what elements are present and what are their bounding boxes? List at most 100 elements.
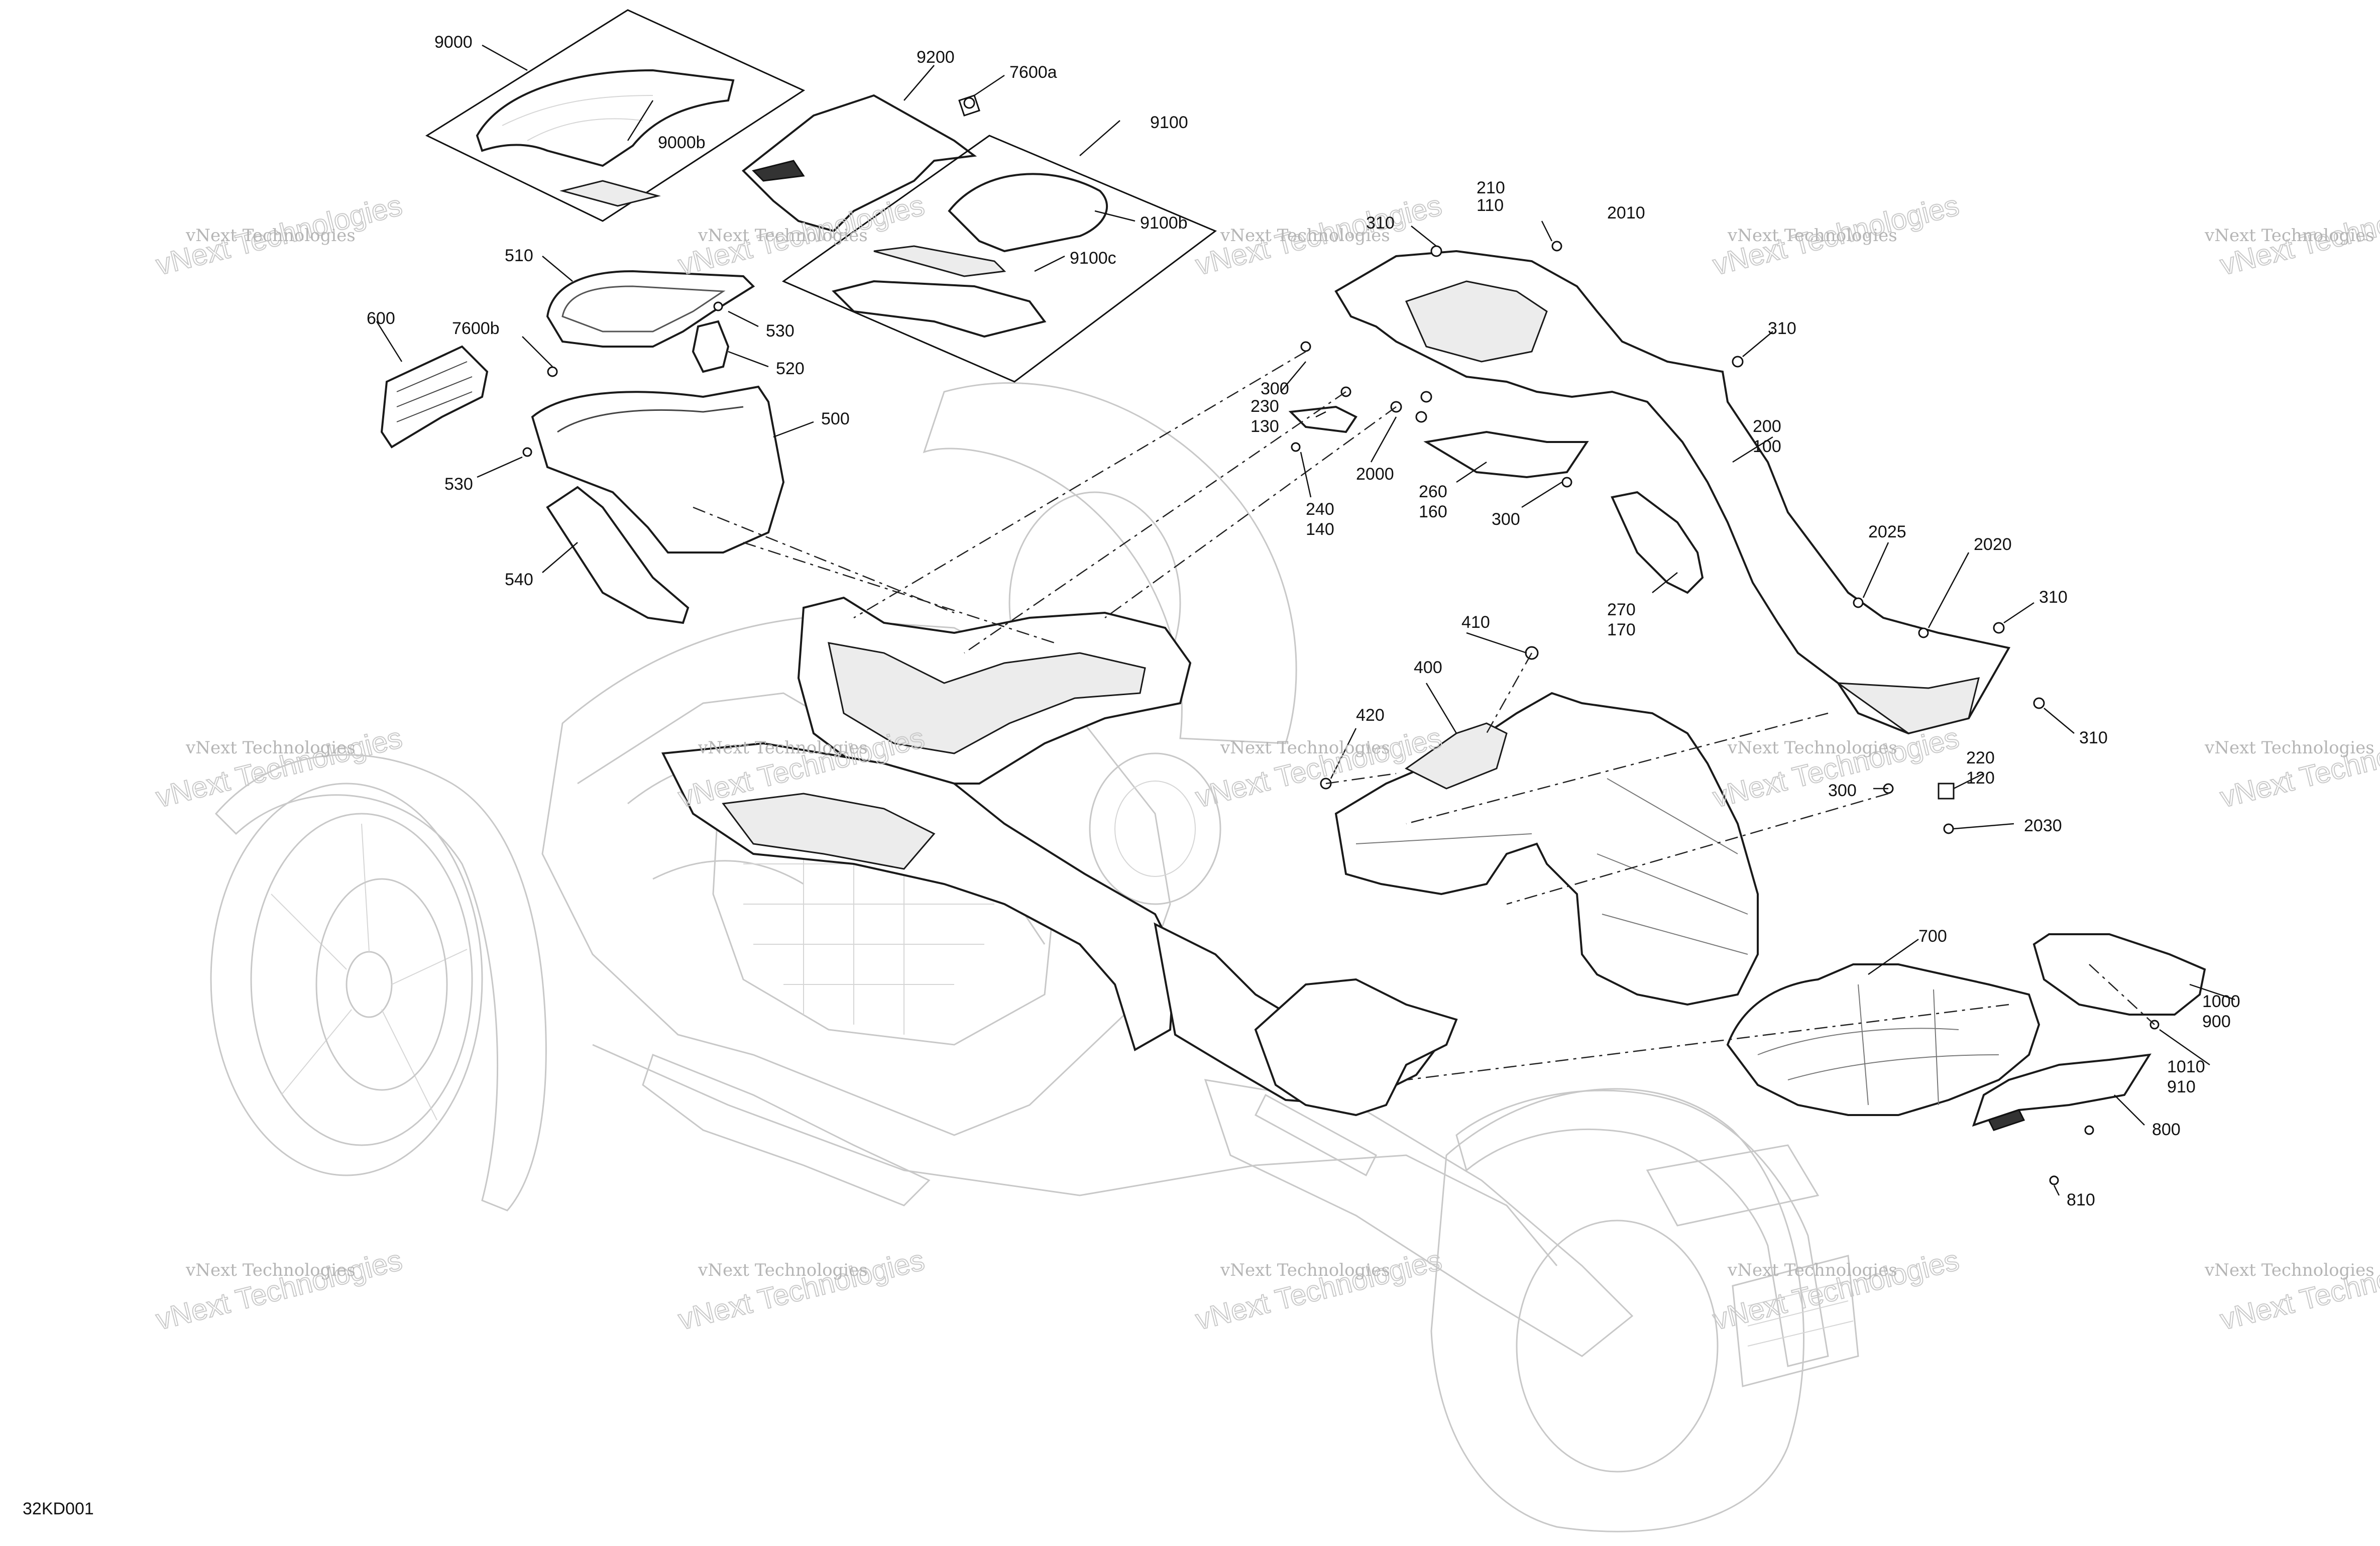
leader-500 bbox=[773, 421, 814, 438]
ghost-front-spokes bbox=[271, 823, 468, 1121]
leader-540 bbox=[542, 542, 578, 573]
watermark-text: vNext Technologies bbox=[1220, 738, 1390, 758]
hw-nut-310d bbox=[2033, 697, 2045, 709]
watermark: vNext Technologies bbox=[2216, 1243, 2380, 1337]
watermark: vNext Technologies bbox=[152, 1243, 406, 1337]
leader-310d bbox=[2044, 708, 2075, 734]
callout-310-low[interactable]: 310 bbox=[2079, 728, 2108, 747]
ghost-rear-fender bbox=[1455, 1089, 1829, 1367]
hw-screw-300b bbox=[1561, 477, 1572, 488]
callout-240[interactable]: 240 bbox=[1306, 500, 1334, 519]
callout-910[interactable]: 910 bbox=[2167, 1077, 2196, 1096]
part-700-seat bbox=[1726, 963, 2041, 1116]
callout-110[interactable]: 110 bbox=[1477, 196, 1504, 215]
callout-530-left[interactable]: 530 bbox=[444, 475, 473, 494]
callout-220[interactable]: 220 bbox=[1966, 748, 1995, 767]
callout-9100b[interactable]: 9100b bbox=[1140, 213, 1188, 233]
dash-410-400 bbox=[1486, 652, 1533, 734]
callout-2030[interactable]: 2030 bbox=[2024, 816, 2062, 835]
callout-140[interactable]: 140 bbox=[1306, 520, 1334, 539]
callout-130[interactable]: 130 bbox=[1251, 417, 1279, 436]
leader-300b bbox=[1521, 481, 1562, 508]
callout-300-right[interactable]: 300 bbox=[1828, 781, 1857, 800]
callout-160[interactable]: 160 bbox=[1419, 502, 1447, 521]
leader-240 bbox=[1300, 452, 1312, 498]
callout-270[interactable]: 270 bbox=[1607, 600, 1636, 619]
watermark-text: vNext Technologies bbox=[185, 226, 356, 246]
callout-7600a[interactable]: 7600a bbox=[1009, 63, 1057, 82]
callout-900[interactable]: 900 bbox=[2202, 1012, 2231, 1031]
part-520-latch bbox=[692, 320, 730, 373]
leader-2025 bbox=[1862, 542, 1889, 598]
callout-2020[interactable]: 2020 bbox=[1974, 535, 2012, 554]
part-200-lower-bracket bbox=[1835, 677, 1980, 734]
watermark-text: vNext Technologies bbox=[698, 1260, 868, 1280]
callout-420[interactable]: 420 bbox=[1356, 706, 1385, 725]
callout-410[interactable]: 410 bbox=[1461, 613, 1490, 632]
hw-clip-7600b bbox=[547, 366, 558, 377]
callout-810[interactable]: 810 bbox=[2067, 1190, 2095, 1209]
leader-530b bbox=[477, 456, 523, 478]
part-500-bin-rim bbox=[557, 406, 744, 433]
callout-7600b[interactable]: 7600b bbox=[452, 319, 500, 338]
callout-700[interactable]: 700 bbox=[1918, 927, 1947, 946]
callout-9000b[interactable]: 9000b bbox=[658, 133, 706, 152]
leader-200 bbox=[1732, 436, 1773, 463]
callout-1000[interactable]: 1000 bbox=[2202, 992, 2240, 1011]
ghost-rear-shock bbox=[1255, 1093, 1377, 1177]
leader-310b bbox=[1742, 331, 1773, 357]
callout-510[interactable]: 510 bbox=[505, 246, 533, 265]
watermark-text: vNext Technologies bbox=[185, 738, 356, 758]
tank-shroud-inner bbox=[722, 793, 936, 870]
callout-800[interactable]: 800 bbox=[2152, 1120, 2181, 1139]
callout-310-right[interactable]: 310 bbox=[1768, 319, 1796, 338]
callout-9100c[interactable]: 9100c bbox=[1070, 249, 1116, 268]
leader-9100b bbox=[1094, 210, 1136, 222]
callout-310-mid[interactable]: 310 bbox=[2039, 588, 2068, 607]
callout-530-top[interactable]: 530 bbox=[766, 321, 795, 341]
part-200-inner bbox=[1405, 280, 1548, 363]
callout-170[interactable]: 170 bbox=[1607, 620, 1636, 639]
callout-600[interactable]: 600 bbox=[367, 309, 395, 328]
hw-washer-2010 bbox=[1551, 241, 1562, 252]
callout-2025[interactable]: 2025 bbox=[1868, 522, 1906, 541]
callout-9000[interactable]: 9000 bbox=[434, 33, 473, 52]
callout-210[interactable]: 210 bbox=[1477, 178, 1505, 197]
part-700-contours bbox=[1757, 984, 1999, 1106]
callout-9200[interactable]: 9200 bbox=[917, 48, 955, 67]
callout-230[interactable]: 230 bbox=[1251, 397, 1279, 416]
frame-detail bbox=[828, 642, 1146, 754]
hw-screw-810b bbox=[2049, 1175, 2059, 1185]
leader-420 bbox=[1330, 728, 1357, 779]
leader-310c bbox=[2003, 602, 2034, 624]
part-600-vent bbox=[380, 345, 489, 449]
leader-9000 bbox=[482, 44, 528, 71]
callout-9100[interactable]: 9100 bbox=[1150, 113, 1188, 132]
callout-540[interactable]: 540 bbox=[505, 570, 533, 589]
callout-300-mid[interactable]: 300 bbox=[1492, 510, 1520, 529]
callout-120[interactable]: 120 bbox=[1966, 768, 1995, 788]
callout-2000[interactable]: 2000 bbox=[1356, 465, 1394, 484]
part-9100b-cover bbox=[948, 173, 1108, 253]
watermark-outline: vNext Technologies bbox=[2217, 1244, 2380, 1336]
part-9100c-rail bbox=[832, 280, 1047, 338]
callout-2010[interactable]: 2010 bbox=[1607, 203, 1645, 223]
callout-310-top[interactable]: 310 bbox=[1366, 213, 1395, 233]
part-9100-strip bbox=[873, 245, 1006, 277]
callout-100[interactable]: 100 bbox=[1753, 437, 1781, 456]
callout-260[interactable]: 260 bbox=[1419, 482, 1447, 501]
callout-520[interactable]: 520 bbox=[776, 359, 805, 378]
ghost-vehicle bbox=[210, 382, 1859, 1532]
callout-labels: 9000 9000b 9200 7600a 9100 9100b 9100c 5… bbox=[367, 33, 2240, 1209]
callout-300-left[interactable]: 300 bbox=[1261, 379, 1289, 398]
watermark-outline: vNext Technologies bbox=[675, 1244, 928, 1336]
callout-200[interactable]: 200 bbox=[1753, 417, 1781, 436]
hw-washer-2000b bbox=[1415, 411, 1427, 423]
callout-400[interactable]: 400 bbox=[1414, 658, 1442, 677]
callout-1010[interactable]: 1010 bbox=[2167, 1057, 2205, 1076]
ghost-front-fender bbox=[214, 754, 547, 1211]
watermark-text: vNext Technologies bbox=[2204, 1260, 2374, 1280]
callout-500[interactable]: 500 bbox=[821, 409, 850, 428]
watermark-text: vNext Technologies bbox=[1727, 738, 1897, 758]
